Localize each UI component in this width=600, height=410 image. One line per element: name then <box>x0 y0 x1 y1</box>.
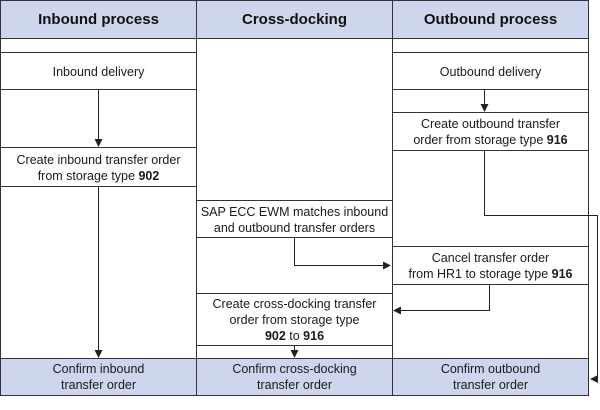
header-outbound-label: Outbound process <box>423 10 558 28</box>
confirm-crossdock-line2: transfer order <box>256 378 333 392</box>
step-create-inbound-to: Create inbound transfer order from stora… <box>1 148 196 187</box>
ewm-match-line2: and outbound transfer orders <box>213 220 376 235</box>
step-create-crossdock-to: Create cross-docking transfer order from… <box>197 294 392 346</box>
step-create-outbound-to: Create outbound transfer order from stor… <box>393 113 588 151</box>
step-outbound-delivery: Outbound delivery <box>393 53 588 90</box>
header-crossdock: Cross-docking <box>197 0 392 38</box>
arrow-match-to-cancel <box>294 238 391 270</box>
confirm-inbound-line2: transfer order <box>60 378 137 392</box>
create-inbound-to-line2: from storage type 902 <box>37 168 160 183</box>
header-inbound-label: Inbound process <box>38 10 159 28</box>
storage-type-902: 902 <box>264 329 286 343</box>
ewm-match-line1: SAP ECC EWM matches inbound <box>200 204 389 219</box>
arrow-outbound-to-confirm <box>484 151 598 383</box>
create-outbound-to-line2: order from storage type 916 <box>413 133 568 147</box>
outbound-delivery-label: Outbound delivery <box>439 64 542 79</box>
confirm-crossdock-cell: Confirm cross-docking transfer order <box>197 359 392 395</box>
storage-type-916: 916 <box>303 329 325 343</box>
storage-type-902: 902 <box>138 168 160 183</box>
storage-type-916: 916 <box>546 133 568 147</box>
header-outbound: Outbound process <box>393 0 588 38</box>
inbound-delivery-label: Inbound delivery <box>52 64 145 79</box>
create-inbound-to-line1: Create inbound transfer order <box>16 152 181 167</box>
create-xd-line1: Create cross-docking transfer <box>212 297 377 311</box>
step-ewm-match: SAP ECC EWM matches inbound and outbound… <box>197 201 392 238</box>
header-crossdock-label: Cross-docking <box>241 10 347 28</box>
step-inbound-delivery: Inbound delivery <box>1 53 196 90</box>
step-cancel-to: Cancel transfer order from HR1 to storag… <box>393 247 588 285</box>
create-xd-line2: order from storage type <box>229 313 360 327</box>
confirm-outbound-line2: transfer order <box>452 378 529 392</box>
confirm-inbound-cell: Confirm inbound transfer order <box>1 359 196 395</box>
arrow-cancel-to-create-xd <box>393 285 490 315</box>
header-inbound: Inbound process <box>1 0 196 38</box>
cancel-to-line2: from HR1 to storage type 916 <box>408 267 573 281</box>
confirm-outbound-line1: Confirm outbound <box>440 362 541 376</box>
create-outbound-to-line1: Create outbound transfer <box>421 117 560 131</box>
cancel-to-line1: Cancel transfer order <box>431 251 550 265</box>
confirm-outbound-cell: Confirm outbound transfer order <box>393 359 588 395</box>
confirm-inbound-line1: Confirm inbound <box>52 362 145 376</box>
storage-type-916: 916 <box>551 267 573 281</box>
create-xd-line3: 902 to 916 <box>264 329 325 343</box>
confirm-crossdock-line1: Confirm cross-docking <box>232 362 357 376</box>
